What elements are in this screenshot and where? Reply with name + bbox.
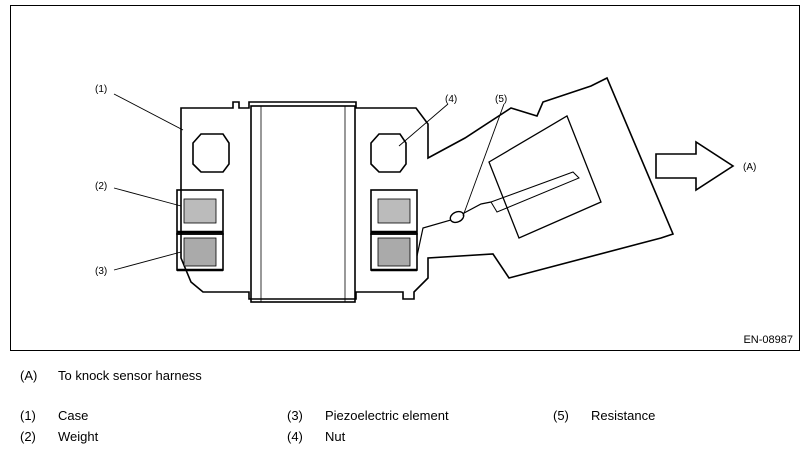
legend-key: (5) — [553, 408, 569, 423]
callout-2: (2) — [95, 181, 107, 192]
callout-4: (4) — [445, 94, 457, 105]
legend-key: (3) — [287, 408, 303, 423]
callout-1: (1) — [95, 84, 107, 95]
legend-text: Nut — [325, 429, 346, 444]
legend-arrow-row: (A) To knock sensor harness — [20, 368, 420, 386]
legend-text: To knock sensor harness — [58, 368, 202, 383]
nut-left — [192, 133, 230, 173]
nut-right — [370, 133, 407, 173]
knock-sensor-diagram: (1) (2) (3) (4) (5) (A) — [95, 76, 756, 303]
legend-key: (A) — [20, 368, 38, 383]
arrow-label: (A) — [743, 162, 756, 173]
sensor-case — [180, 76, 675, 300]
legend-key: (2) — [20, 429, 36, 444]
legend-text: Resistance — [591, 408, 656, 423]
legend-item-2: (2) Weight — [20, 429, 260, 447]
legend-key: (4) — [287, 429, 303, 444]
legend-key: (1) — [20, 408, 36, 423]
figure-code: EN-08987 — [743, 334, 793, 346]
figure-frame: (1) (2) (3) (4) (5) (A) EN-08987 — [10, 5, 800, 351]
resistance — [449, 210, 465, 224]
legend-item-4: (4) Nut — [287, 429, 527, 447]
legend-text: Weight — [58, 429, 99, 444]
legend-text: Piezoelectric element — [325, 408, 449, 423]
legend-item-5: (5) Resistance — [553, 408, 793, 426]
lead-wire — [416, 201, 492, 257]
legend-item-3: (3) Piezoelectric element — [287, 408, 527, 426]
harness-arrow — [655, 140, 735, 192]
callout-3: (3) — [95, 266, 107, 277]
center-bore — [250, 105, 356, 303]
callout-5: (5) — [495, 94, 507, 105]
legend-text: Case — [58, 408, 89, 423]
legend-item-1: (1) Case — [20, 408, 260, 426]
connector-cavity — [488, 115, 602, 239]
